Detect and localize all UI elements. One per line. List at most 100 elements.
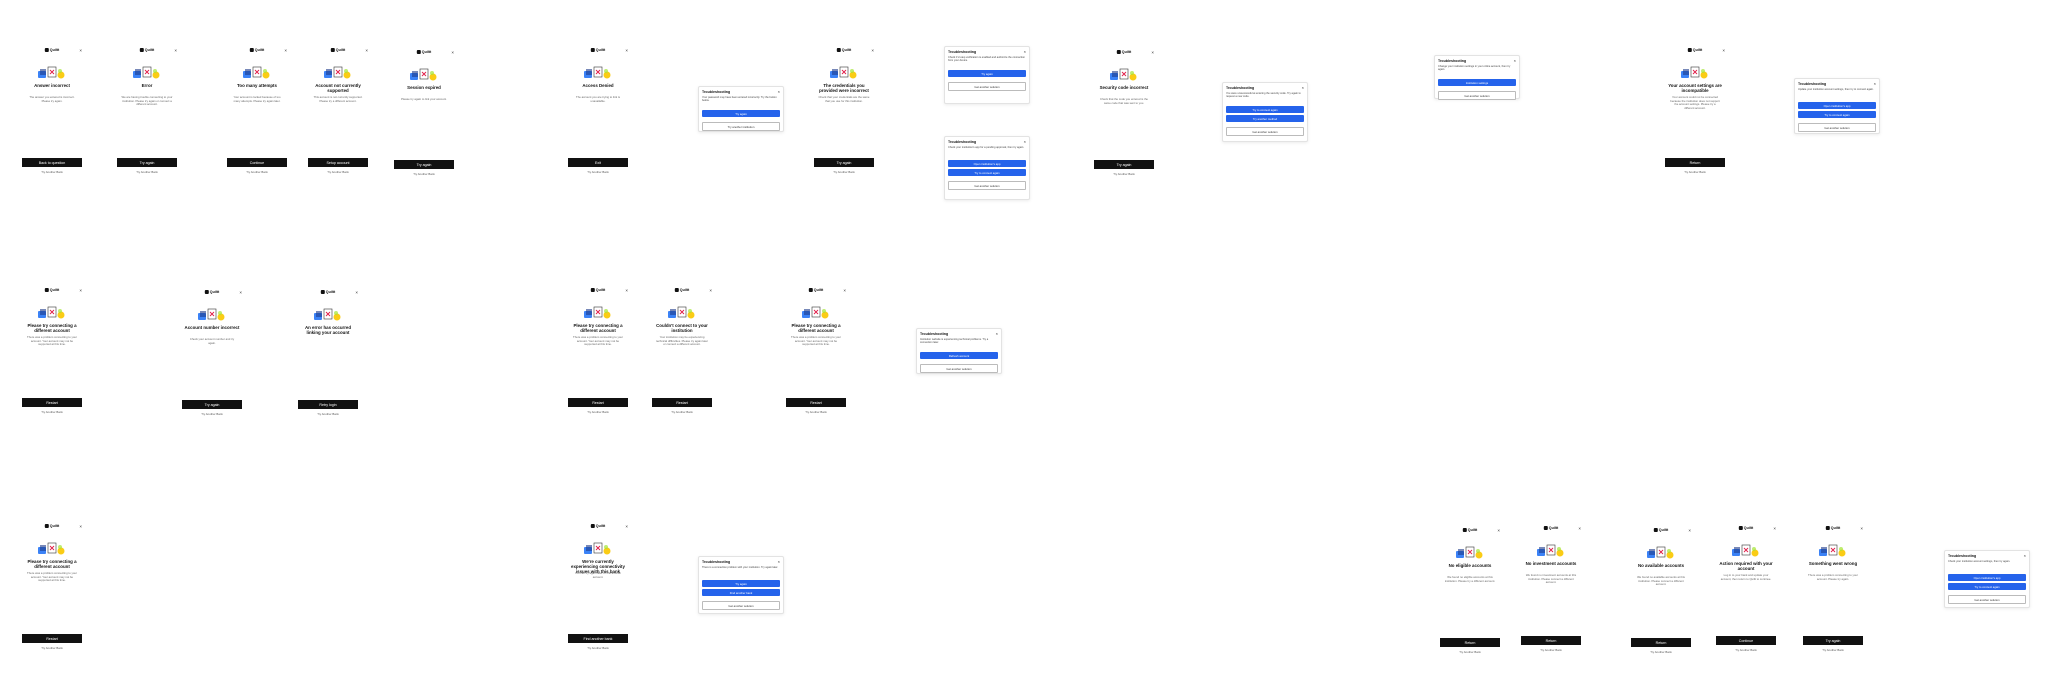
- close-icon[interactable]: ×: [451, 50, 454, 55]
- popup-action-button[interactable]: Institution settings: [1438, 79, 1516, 86]
- popup-secondary-button[interactable]: Get another solution: [920, 364, 998, 373]
- close-icon[interactable]: ×: [625, 48, 628, 53]
- primary-button[interactable]: Try again: [1803, 636, 1863, 645]
- popup-secondary-button[interactable]: Get another solution: [948, 82, 1026, 91]
- close-icon[interactable]: ×: [79, 48, 82, 53]
- try-another-bank-link[interactable]: Try Another Bank: [587, 410, 609, 414]
- error-illustration-icon: [584, 542, 611, 555]
- primary-button[interactable]: Return: [1440, 638, 1500, 647]
- primary-button[interactable]: Restart: [652, 398, 712, 407]
- popup-action-button[interactable]: Find another bank: [702, 589, 780, 596]
- popup-action-button[interactable]: Try again: [948, 70, 1026, 77]
- close-icon[interactable]: ×: [1513, 58, 1516, 63]
- close-icon[interactable]: ×: [239, 290, 242, 295]
- try-another-bank-link[interactable]: Try Another Bank: [413, 172, 435, 176]
- primary-button[interactable]: Find another bank: [568, 634, 628, 643]
- primary-button[interactable]: Restart: [568, 398, 628, 407]
- close-icon[interactable]: ×: [625, 288, 628, 293]
- close-icon[interactable]: ×: [625, 524, 628, 529]
- primary-button[interactable]: Restart: [22, 634, 82, 643]
- popup-action-button[interactable]: Refresh account: [920, 352, 998, 359]
- primary-button[interactable]: Retry login: [298, 400, 358, 409]
- primary-button[interactable]: Return: [1521, 636, 1581, 645]
- popup-action-button[interactable]: Open institution's app: [1948, 574, 2026, 581]
- primary-button[interactable]: Restart: [786, 398, 846, 407]
- primary-button[interactable]: Restart: [22, 398, 82, 407]
- popup-action-button[interactable]: Try to connect again: [948, 169, 1026, 176]
- close-icon[interactable]: ×: [1151, 50, 1154, 55]
- primary-button[interactable]: Try again: [1094, 160, 1154, 169]
- try-another-bank-link[interactable]: Try Another Bank: [201, 412, 223, 416]
- close-icon[interactable]: ×: [709, 288, 712, 293]
- close-icon[interactable]: ×: [79, 524, 82, 529]
- try-another-bank-link[interactable]: Try Another Bank: [1113, 172, 1135, 176]
- primary-button[interactable]: Back to question: [22, 158, 82, 167]
- try-another-bank-link[interactable]: Try Another Bank: [1822, 648, 1844, 652]
- try-another-bank-link[interactable]: Try Another Bank: [587, 170, 609, 174]
- close-icon[interactable]: ×: [871, 48, 874, 53]
- close-icon[interactable]: ×: [355, 290, 358, 295]
- try-another-bank-link[interactable]: Try Another Bank: [805, 410, 827, 414]
- close-icon[interactable]: ×: [843, 288, 846, 293]
- close-icon[interactable]: ×: [365, 48, 368, 53]
- popup-action-button[interactable]: Try again: [702, 580, 780, 587]
- try-another-bank-link[interactable]: Try Another Bank: [41, 170, 63, 174]
- close-icon[interactable]: ×: [1688, 528, 1691, 533]
- try-another-bank-link[interactable]: Try Another Bank: [246, 170, 268, 174]
- popup-secondary-button[interactable]: Get another solution: [948, 181, 1026, 190]
- popup-secondary-button[interactable]: Get another solution: [1948, 595, 2026, 604]
- try-another-bank-link[interactable]: Try Another Bank: [1684, 170, 1706, 174]
- primary-button[interactable]: Continue: [1716, 636, 1776, 645]
- try-another-bank-link[interactable]: Try Another Bank: [587, 646, 609, 650]
- primary-button[interactable]: Return: [1631, 638, 1691, 647]
- popup-action-button[interactable]: Open institution's app: [948, 160, 1026, 167]
- popup-secondary-button[interactable]: Get another solution: [1438, 91, 1516, 100]
- primary-button[interactable]: Continue: [227, 158, 287, 167]
- try-another-bank-link[interactable]: Try Another Bank: [1735, 648, 1757, 652]
- popup-action-button[interactable]: Try to connect again: [1798, 111, 1876, 118]
- primary-button[interactable]: Try again: [117, 158, 177, 167]
- try-another-bank-link[interactable]: Try Another Bank: [1650, 650, 1672, 654]
- try-another-bank-link[interactable]: Try Another Bank: [671, 410, 693, 414]
- close-icon[interactable]: ×: [1578, 526, 1581, 531]
- close-icon[interactable]: ×: [284, 48, 287, 53]
- popup-action-button[interactable]: Open institution's app: [1798, 102, 1876, 109]
- close-icon[interactable]: ×: [1873, 81, 1876, 86]
- close-icon[interactable]: ×: [1301, 85, 1304, 90]
- popup-action-button[interactable]: Try again: [702, 110, 780, 117]
- close-icon[interactable]: ×: [995, 331, 998, 336]
- popup-secondary-button[interactable]: Get another solution: [1798, 123, 1876, 132]
- popup-action-button[interactable]: Try to connect again: [1226, 106, 1304, 113]
- primary-button[interactable]: Exit: [568, 158, 628, 167]
- close-icon[interactable]: ×: [174, 48, 177, 53]
- close-icon[interactable]: ×: [2023, 553, 2026, 558]
- primary-button[interactable]: Try again: [182, 400, 242, 409]
- close-icon[interactable]: ×: [1860, 526, 1863, 531]
- primary-button[interactable]: Setup account: [308, 158, 368, 167]
- close-icon[interactable]: ×: [1023, 139, 1026, 144]
- try-another-bank-link[interactable]: Try Another Bank: [136, 170, 158, 174]
- try-another-bank-link[interactable]: Try Another Bank: [317, 412, 339, 416]
- try-another-bank-link[interactable]: Try Another Bank: [1540, 648, 1562, 652]
- close-icon[interactable]: ×: [1497, 528, 1500, 533]
- try-another-bank-link[interactable]: Try Another Bank: [41, 410, 63, 414]
- primary-button[interactable]: Return: [1665, 158, 1725, 167]
- primary-button[interactable]: Try again: [814, 158, 874, 167]
- try-another-bank-link[interactable]: Try Another Bank: [327, 170, 349, 174]
- close-icon[interactable]: ×: [1722, 48, 1725, 53]
- try-another-bank-link[interactable]: Try Another Bank: [833, 170, 855, 174]
- popup-action-button[interactable]: Try another method: [1226, 115, 1304, 122]
- close-icon[interactable]: ×: [79, 288, 82, 293]
- close-icon[interactable]: ×: [777, 559, 780, 564]
- primary-button[interactable]: Try again: [394, 160, 454, 169]
- close-icon[interactable]: ×: [1773, 526, 1776, 531]
- popup-secondary-button[interactable]: Get another solution: [1226, 127, 1304, 136]
- popup-action-button[interactable]: Try to connect again: [1948, 583, 2026, 590]
- close-icon[interactable]: ×: [777, 89, 780, 94]
- try-another-bank-link[interactable]: Try Another Bank: [41, 646, 63, 650]
- popup-secondary-button[interactable]: Try another institution: [702, 122, 780, 131]
- close-icon[interactable]: ×: [1023, 49, 1026, 54]
- screen-body-text: The answer you entered is incorrect. Ple…: [29, 95, 75, 103]
- try-another-bank-link[interactable]: Try Another Bank: [1459, 650, 1481, 654]
- popup-secondary-button[interactable]: Get another solution: [702, 601, 780, 610]
